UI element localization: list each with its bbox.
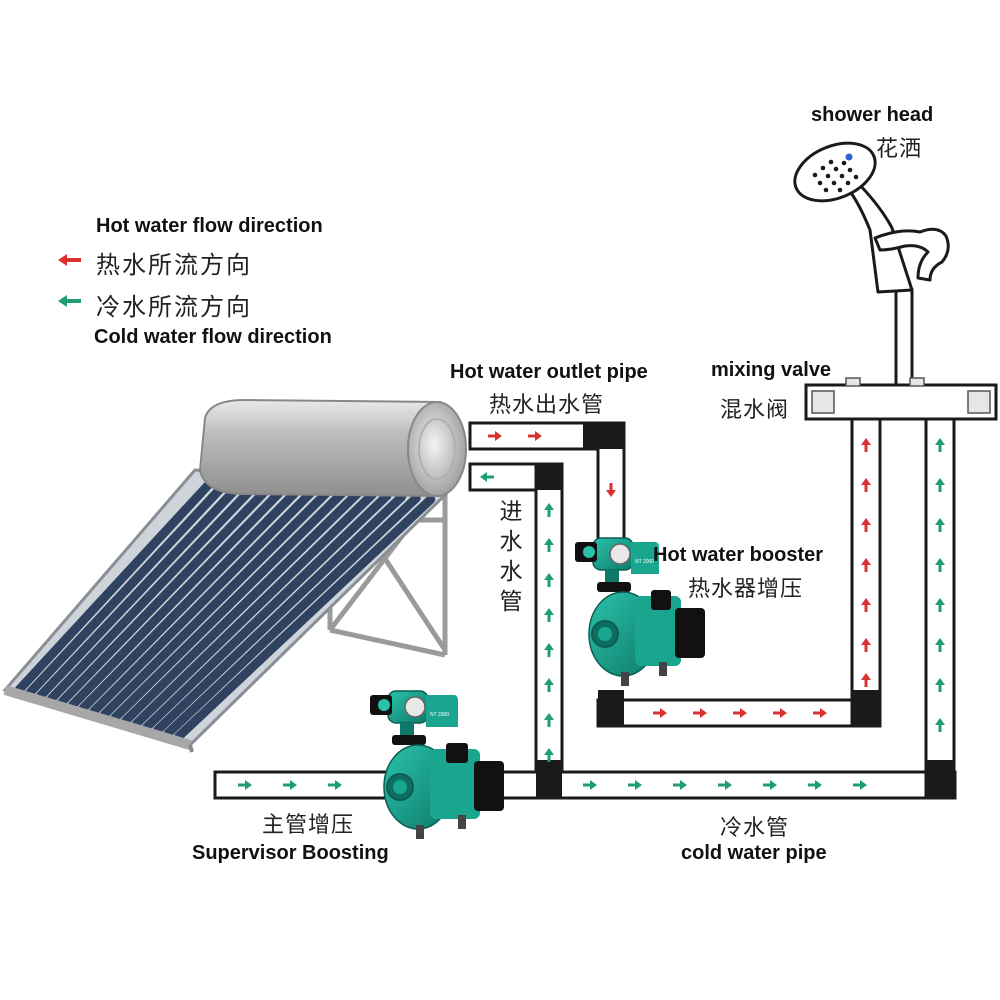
mixing-valve <box>804 377 998 421</box>
cold-flow-arrow <box>480 472 494 482</box>
vacuum-tube <box>57 481 276 707</box>
cold-flow-arrow <box>628 780 642 790</box>
pump-badge: NT 2000 <box>635 559 654 565</box>
hot-flow-arrow <box>861 558 871 572</box>
hot-water-booster-pump: NT 2000 <box>575 537 705 686</box>
cold-pipe-label-en: cold water pipe <box>681 842 827 864</box>
cold-flow-arrow <box>853 780 867 790</box>
cold-flow-arrow <box>544 538 554 552</box>
vacuum-tube <box>142 491 392 732</box>
vacuum-tubes <box>14 476 436 741</box>
legend-cold-arrow <box>58 295 81 307</box>
vacuum-tube <box>14 476 217 695</box>
main-booster-pump: NT 2000 <box>370 690 504 839</box>
cold-flow-arrow <box>718 780 732 790</box>
heater-tank <box>198 398 467 498</box>
cold-flow-arrow <box>544 713 554 727</box>
solar-water-heater <box>2 398 467 753</box>
vacuum-tube <box>121 488 363 726</box>
hot-booster-label-zh: 热水器增压 <box>688 577 804 602</box>
main-boost-label-zh: 主管增压 <box>262 813 355 838</box>
cold-flow-arrow <box>544 643 554 657</box>
cold-flow-arrow <box>935 558 945 572</box>
vacuum-tube <box>174 494 436 741</box>
hot-flow-arrow <box>813 708 827 718</box>
hot-flow-arrow <box>861 638 871 652</box>
cold-flow-arrow <box>935 598 945 612</box>
main-boost-label-en: Supervisor Boosting <box>192 842 389 864</box>
legend-hot-arrow <box>58 254 81 266</box>
pipe-corners <box>536 423 954 798</box>
cold-flow-arrow <box>935 478 945 492</box>
cold-flow-arrow <box>544 748 554 762</box>
vacuum-tube <box>163 493 421 738</box>
hot-flow-arrow <box>488 431 502 441</box>
cold-flow-arrow <box>583 780 597 790</box>
cold-flow-arrow <box>544 608 554 622</box>
hot-flow-arrow <box>861 438 871 452</box>
pump-badge: NT 2000 <box>430 712 449 718</box>
cold-flow-arrow <box>544 678 554 692</box>
cold-pipe-label-zh: 冷水管 <box>720 816 790 841</box>
hot-outlet-label-zh: 热水出水管 <box>489 393 605 418</box>
collector-panel <box>2 468 449 753</box>
hot-flow-arrow <box>861 673 871 687</box>
hot-flow-arrow <box>693 708 707 718</box>
hot-flow-arrow <box>861 518 871 532</box>
vacuum-tube <box>99 486 334 720</box>
hot-flow-arrow <box>861 478 871 492</box>
shower-head-label-zh: 花洒 <box>876 137 923 162</box>
cold-flow-arrow <box>763 780 777 790</box>
cold-flow-arrow <box>935 518 945 532</box>
inlet-vertical-pipe <box>534 462 564 800</box>
mixing-valve-label-zh: 混水阀 <box>720 398 790 423</box>
vacuum-tube <box>89 484 319 716</box>
flow-arrows <box>238 431 945 790</box>
hot-outlet-label-en: Hot water outlet pipe <box>450 361 648 383</box>
legend-cold-title-en: Cold water flow direction <box>94 326 332 348</box>
shower-head <box>793 141 950 294</box>
cold-flow-arrow <box>808 780 822 790</box>
vacuum-tube <box>131 489 377 729</box>
legend-hot-label-zh: 热水所流方向 <box>96 251 252 279</box>
vacuum-tube <box>46 479 261 704</box>
hot-booster-label-en: Hot water booster <box>653 544 824 566</box>
cold-flow-arrow <box>544 503 554 517</box>
mixing-valve-label-en: mixing valve <box>711 359 832 381</box>
hot-flow-arrow <box>606 483 616 497</box>
vacuum-tube <box>67 482 290 710</box>
legend-arrows <box>58 254 81 307</box>
cold-flow-arrow <box>328 780 342 790</box>
inlet-pipe-label-zh: 进水水管 <box>499 499 523 615</box>
hot-flow-arrow <box>861 598 871 612</box>
cold-flow-arrow <box>935 438 945 452</box>
cold-flow-arrow <box>544 573 554 587</box>
shower-head-label-en: shower head <box>811 104 934 126</box>
hot-flow-arrow <box>733 708 747 718</box>
cold-flow-arrow <box>283 780 297 790</box>
hot-flow-arrow <box>773 708 787 718</box>
legend-cold-label-zh: 冷水所流方向 <box>96 293 252 321</box>
hot-flow-arrow <box>653 708 667 718</box>
vacuum-tube <box>36 478 246 701</box>
cold-flow-arrow <box>673 780 687 790</box>
cold-flow-arrow <box>238 780 252 790</box>
legend-hot-title-en: Hot water flow direction <box>96 215 323 237</box>
shower-stem-pipe <box>894 288 914 388</box>
vacuum-tube <box>110 487 348 723</box>
cold-flow-arrow <box>935 638 945 652</box>
vacuum-tube <box>25 477 232 698</box>
vacuum-tube <box>78 483 305 713</box>
cold-flow-arrow <box>935 678 945 692</box>
hot-flow-arrow <box>528 431 542 441</box>
cold-flow-arrow <box>935 718 945 732</box>
vacuum-tube <box>152 492 407 735</box>
